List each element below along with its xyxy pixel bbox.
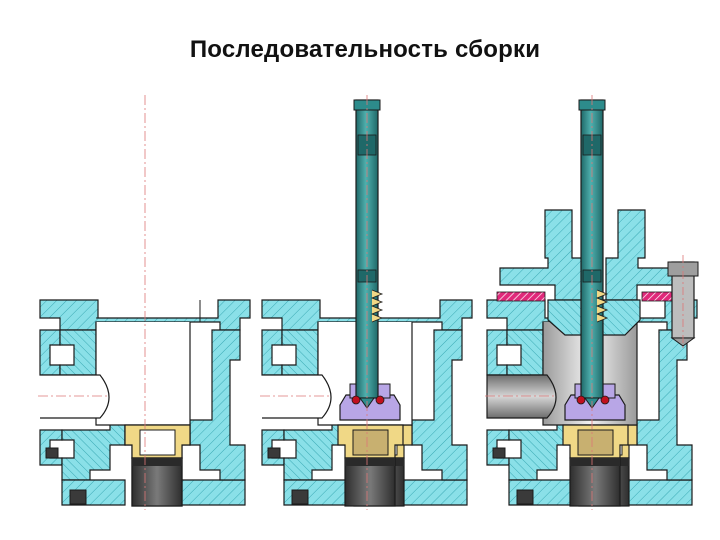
assembly-step-2 bbox=[260, 95, 473, 510]
slide-title: Последовательность сборки bbox=[189, 36, 541, 63]
assembly-step-3 bbox=[485, 95, 699, 510]
assembly-step-1 bbox=[38, 95, 251, 510]
